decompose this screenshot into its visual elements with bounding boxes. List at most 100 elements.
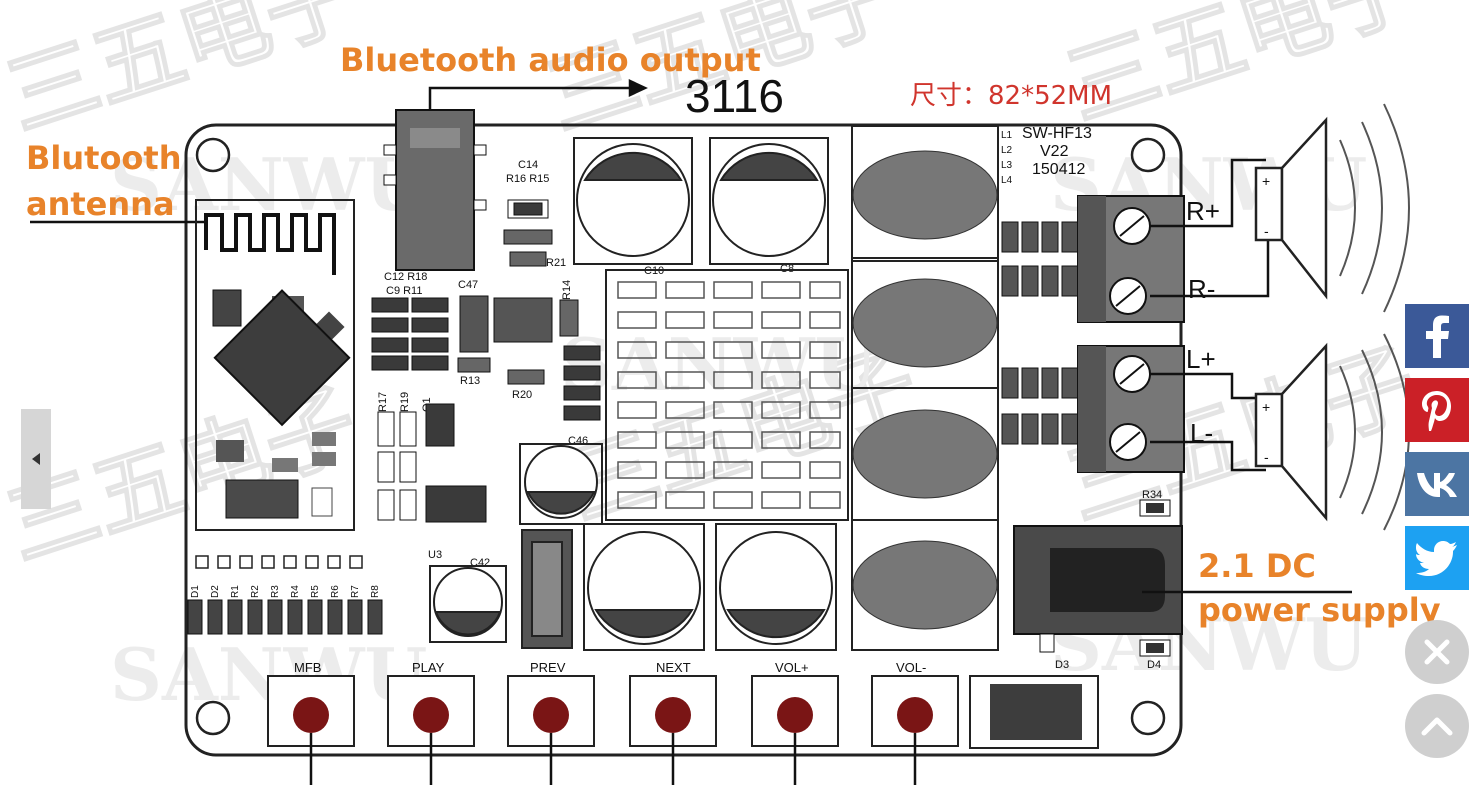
svg-text:L+: L+ bbox=[1186, 344, 1216, 374]
antenna-callout-line2: antenna bbox=[26, 185, 175, 223]
push-button: PLAY bbox=[387, 660, 475, 785]
audio-jack bbox=[383, 109, 487, 271]
facebook-share-button[interactable] bbox=[1405, 304, 1469, 368]
svg-text:R3: R3 bbox=[270, 585, 281, 598]
svg-text:R21: R21 bbox=[546, 257, 566, 269]
push-button: PREV bbox=[507, 660, 595, 785]
svg-text:C12 R18: C12 R18 bbox=[384, 271, 427, 283]
svg-text:SW-HF13: SW-HF13 bbox=[1022, 125, 1092, 142]
sound-waves bbox=[1339, 103, 1410, 531]
module-info: SW-HF13 V22 150412 bbox=[1022, 125, 1092, 178]
mounting-hole bbox=[195, 137, 1166, 736]
svg-text:R4: R4 bbox=[290, 585, 301, 598]
svg-text:L4: L4 bbox=[1001, 175, 1013, 186]
svg-text:SANWU: SANWU bbox=[110, 142, 427, 227]
svg-text:R20: R20 bbox=[512, 389, 532, 401]
smd-components bbox=[371, 199, 601, 523]
svg-text:-: - bbox=[1264, 449, 1269, 465]
audio-output-pointer bbox=[428, 79, 648, 110]
svg-text:三五电子: 三五电子 bbox=[0, 0, 369, 151]
board-size: 尺寸：82*52MM bbox=[910, 81, 1112, 111]
close-icon bbox=[1424, 639, 1450, 665]
led-labels: D1 D2 R1 R2 R3 R4 R5 R6 R7 R8 bbox=[190, 585, 381, 598]
svg-text:R34: R34 bbox=[1142, 489, 1162, 501]
svg-text:D1: D1 bbox=[190, 585, 201, 598]
svg-text:VOL+: VOL+ bbox=[775, 660, 809, 675]
svg-text:R-: R- bbox=[1188, 274, 1215, 304]
vk-share-button[interactable] bbox=[1405, 452, 1469, 516]
resistor-row bbox=[187, 599, 383, 635]
svg-text:C42: C42 bbox=[470, 557, 490, 569]
svg-text:L3: L3 bbox=[1001, 160, 1013, 171]
svg-text:L-: L- bbox=[1190, 418, 1213, 448]
svg-text:R8: R8 bbox=[370, 585, 381, 598]
power-callout-line1: 2.1 DC bbox=[1198, 547, 1316, 585]
svg-text:D3: D3 bbox=[1055, 659, 1069, 671]
push-button: VOL- bbox=[871, 660, 959, 785]
svg-text:R2: R2 bbox=[250, 585, 261, 598]
pinterest-share-button[interactable] bbox=[1405, 378, 1469, 442]
vk-icon bbox=[1417, 473, 1457, 497]
terminal-labels: R+ R- L+ L- bbox=[1186, 196, 1220, 448]
svg-text:150412: 150412 bbox=[1032, 161, 1085, 178]
svg-text:D2: D2 bbox=[210, 585, 221, 598]
svg-text:PLAY: PLAY bbox=[412, 660, 445, 675]
back-to-top-button[interactable] bbox=[1405, 694, 1469, 758]
svg-text:R7: R7 bbox=[350, 585, 361, 598]
capacitor bbox=[429, 137, 837, 651]
component-labels: C14 R16 R15 R21 C12 R18 C9 R11 C47 R13 R… bbox=[377, 159, 1162, 671]
power-callout-line2: power supply bbox=[1198, 591, 1441, 629]
svg-text:R13: R13 bbox=[460, 375, 480, 387]
svg-text:C47: C47 bbox=[458, 279, 478, 291]
audio-output-callout: Bluetooth audio output bbox=[340, 41, 761, 79]
svg-text:VOL-: VOL- bbox=[896, 660, 926, 675]
antenna-callout-line1: Blutooth bbox=[26, 139, 182, 177]
svg-text:R17: R17 bbox=[377, 392, 389, 412]
bluetooth-module bbox=[195, 199, 355, 531]
diode bbox=[969, 675, 1099, 749]
svg-text:C46: C46 bbox=[568, 435, 588, 447]
svg-text:PREV: PREV bbox=[530, 660, 566, 675]
svg-text:MFB: MFB bbox=[294, 660, 321, 675]
push-button: MFB bbox=[267, 660, 355, 785]
facebook-icon bbox=[1426, 315, 1449, 358]
terminal-smd bbox=[1001, 221, 1079, 445]
twitter-icon bbox=[1416, 541, 1457, 576]
led-row bbox=[195, 555, 363, 569]
svg-text:L1: L1 bbox=[1001, 130, 1013, 141]
inductor bbox=[851, 125, 999, 651]
svg-text:C14: C14 bbox=[518, 159, 538, 171]
svg-text:R14: R14 bbox=[561, 280, 573, 300]
push-button: NEXT bbox=[629, 660, 717, 785]
svg-text:三五电子: 三五电子 bbox=[1054, 0, 1429, 141]
svg-text:R+: R+ bbox=[1186, 196, 1220, 226]
svg-text:SANWU: SANWU bbox=[560, 322, 877, 407]
chevron-left-icon bbox=[32, 453, 40, 465]
heatsink bbox=[605, 269, 849, 521]
previous-image-button[interactable] bbox=[21, 409, 51, 509]
inductor-labels: L1 L2 L3 L4 bbox=[1001, 130, 1013, 186]
speaker-icon: + - bbox=[1254, 342, 1328, 522]
svg-text:R5: R5 bbox=[310, 585, 321, 598]
svg-text:-: - bbox=[1264, 223, 1269, 239]
close-button[interactable] bbox=[1405, 620, 1469, 684]
speaker-wires bbox=[1150, 158, 1270, 472]
svg-text:+: + bbox=[1262, 173, 1270, 189]
push-button: VOL+ bbox=[751, 660, 839, 785]
svg-text:R1: R1 bbox=[230, 585, 241, 598]
twitter-share-button[interactable] bbox=[1405, 526, 1469, 590]
chevron-up-icon bbox=[1421, 717, 1453, 736]
svg-text:+: + bbox=[1262, 399, 1270, 415]
svg-text:R6: R6 bbox=[330, 585, 341, 598]
svg-text:U3: U3 bbox=[428, 549, 442, 561]
board-model: 3116 bbox=[685, 70, 784, 122]
pinterest-icon bbox=[1422, 391, 1451, 431]
svg-text:D4: D4 bbox=[1147, 659, 1161, 671]
svg-text:R19: R19 bbox=[399, 392, 411, 412]
svg-text:L2: L2 bbox=[1001, 145, 1013, 156]
speaker-icon: + - bbox=[1254, 116, 1328, 300]
svg-text:C9 R11: C9 R11 bbox=[386, 285, 422, 297]
screw-terminal bbox=[1077, 195, 1185, 473]
dc-power-jack bbox=[1013, 499, 1352, 657]
